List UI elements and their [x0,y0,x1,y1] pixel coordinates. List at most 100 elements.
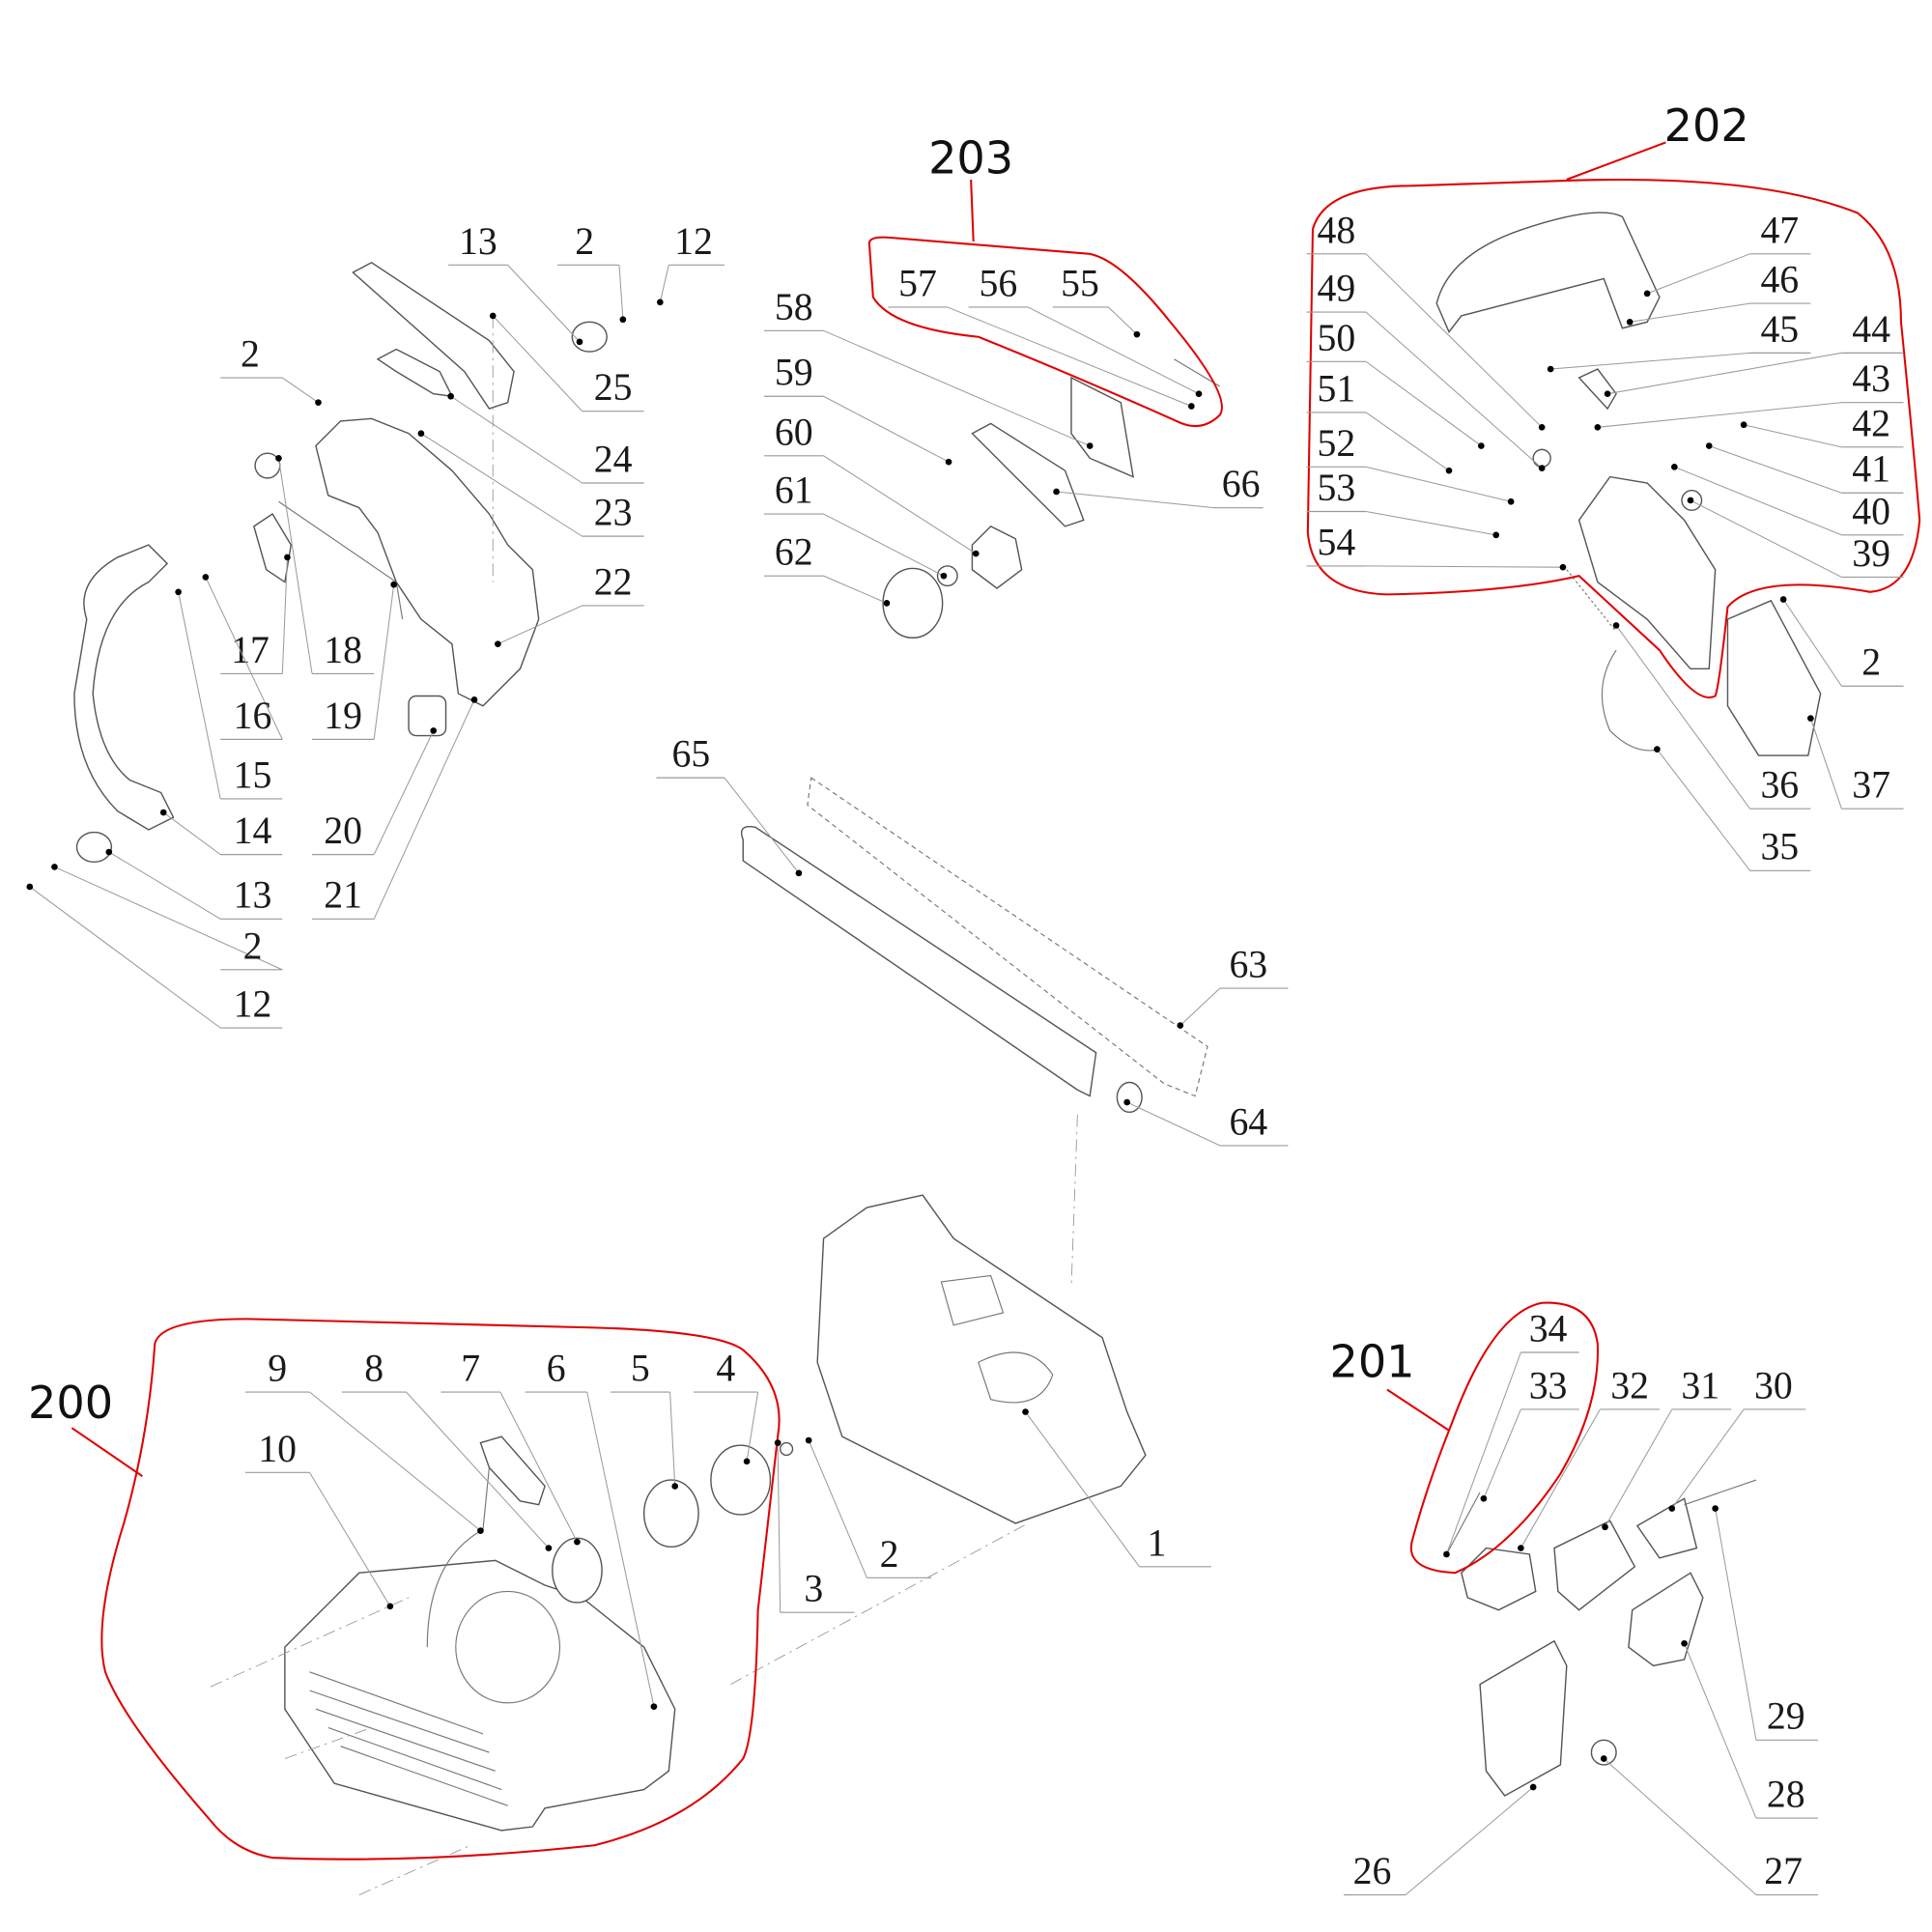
part-number-label: 50 [1317,317,1355,359]
callout-dot [495,640,501,648]
callout-leader-line [1365,311,1543,469]
callout-leader-line [659,265,669,302]
callout-leader-line [1656,749,1750,871]
part-number-label: 35 [1760,826,1799,868]
group-200-outline [100,1318,781,1861]
tension-screw-part [1174,358,1221,387]
starter-rope-part [426,1467,490,1648]
part-number-label: 32 [1610,1364,1649,1406]
callout-dot [1053,488,1060,496]
callout-leader-line [1782,599,1842,687]
part-number-label: 12 [234,983,272,1026]
part-number-label: 31 [1681,1364,1719,1406]
callout-leader-line [1690,499,1842,578]
part-callout: 35 [1654,746,1811,871]
callout-dot [743,1458,751,1465]
part-number-label: 52 [1317,422,1355,465]
callout-leader-line [1809,718,1842,810]
wire-part [278,500,404,620]
sprocket-part [1116,1081,1143,1113]
callout-dot [1507,497,1515,505]
part-number-label: 54 [1317,521,1355,563]
clutch-part [971,526,1023,589]
part-number-label: 18 [324,629,362,671]
part-number-label: 12 [674,220,713,263]
part-number-label: 2 [880,1533,899,1576]
part-number-label: 29 [1767,1695,1805,1738]
group-number-label: 202 [1664,99,1749,152]
callout-dot [1602,1523,1608,1531]
carburettor-part [1461,1547,1537,1611]
group-203-pointer [970,179,975,242]
callout-leader-line [497,605,582,645]
group-outlines [71,141,1921,1861]
callout-dot [972,550,980,557]
callout-leader-line [1607,352,1842,395]
group-201-outline [1409,1301,1599,1575]
part-callout: 28 [1681,1639,1819,1819]
callout-leader-line [1709,445,1842,494]
callout-dot [671,1483,679,1490]
callout-leader-line [586,1391,655,1707]
part-callout: 13 [105,848,283,920]
callout-leader-line [823,329,1091,447]
callout-dot [386,1603,394,1610]
throttle-trigger-part [253,513,293,583]
callout-leader-line [746,1391,759,1462]
part-callout: 8 [341,1347,553,1551]
callout-dot [477,1527,484,1534]
callout-dot [1687,497,1694,504]
callout-dot [284,554,291,561]
part-number-label: 25 [594,366,633,409]
part-callout: 13 [448,220,583,346]
part-number-label: 17 [231,629,270,671]
part-number-label: 45 [1760,308,1799,351]
starter-handle-part [479,1435,546,1506]
part-number-label: 19 [324,695,362,737]
callout-dot [795,869,803,877]
part-callout: 41 [1705,442,1904,494]
callout-leader-line [1365,412,1450,471]
callout-leader-line [309,1391,481,1532]
callout-dot [26,883,34,891]
callout-leader-line [808,1439,867,1578]
part-callout: 61 [764,469,948,580]
part-callout: 49 [1306,268,1546,471]
callout-dot [1643,290,1651,298]
part-callout: 65 [656,733,803,877]
callout-leader-line [373,699,475,920]
pulley-part [642,1479,699,1548]
washer-part [936,565,958,587]
callout-dot [1538,423,1546,431]
part-number-label: 61 [775,469,813,512]
part-number-label: 57 [898,262,937,304]
part-number-label: 59 [775,352,813,394]
part-callout: 52 [1306,422,1515,505]
part-callout: 33 [1480,1364,1579,1502]
part-callout: 40 [1671,464,1904,536]
part-callout: 30 [1668,1364,1806,1512]
linkage-rod-part [1684,1479,1757,1506]
part-callout: 29 [1712,1505,1819,1741]
callout-leader-line [507,265,581,343]
callout-leader-line [1365,360,1482,446]
part-number-label: 65 [672,733,711,776]
callout-leader-line [1630,302,1750,323]
cover-fins-part [309,1671,508,1806]
part-number-label: 33 [1529,1364,1568,1406]
part-callout: 6 [525,1347,658,1710]
group-203-outline [867,236,1223,428]
part-number-label: 42 [1852,402,1890,444]
callout-dot [574,1538,581,1546]
group-number-label: 200 [28,1377,113,1429]
part-number-label: 44 [1852,308,1890,351]
part-callout: 12 [26,883,283,1029]
callout-leader-line [492,315,582,412]
callout-dot [1671,464,1678,470]
part-callout: 56 [968,262,1203,398]
part-callout: 34 [1443,1307,1579,1558]
callout-leader-line [947,306,1192,407]
part-callout: 2 [220,332,322,406]
intake-plate-part [1553,1520,1636,1611]
